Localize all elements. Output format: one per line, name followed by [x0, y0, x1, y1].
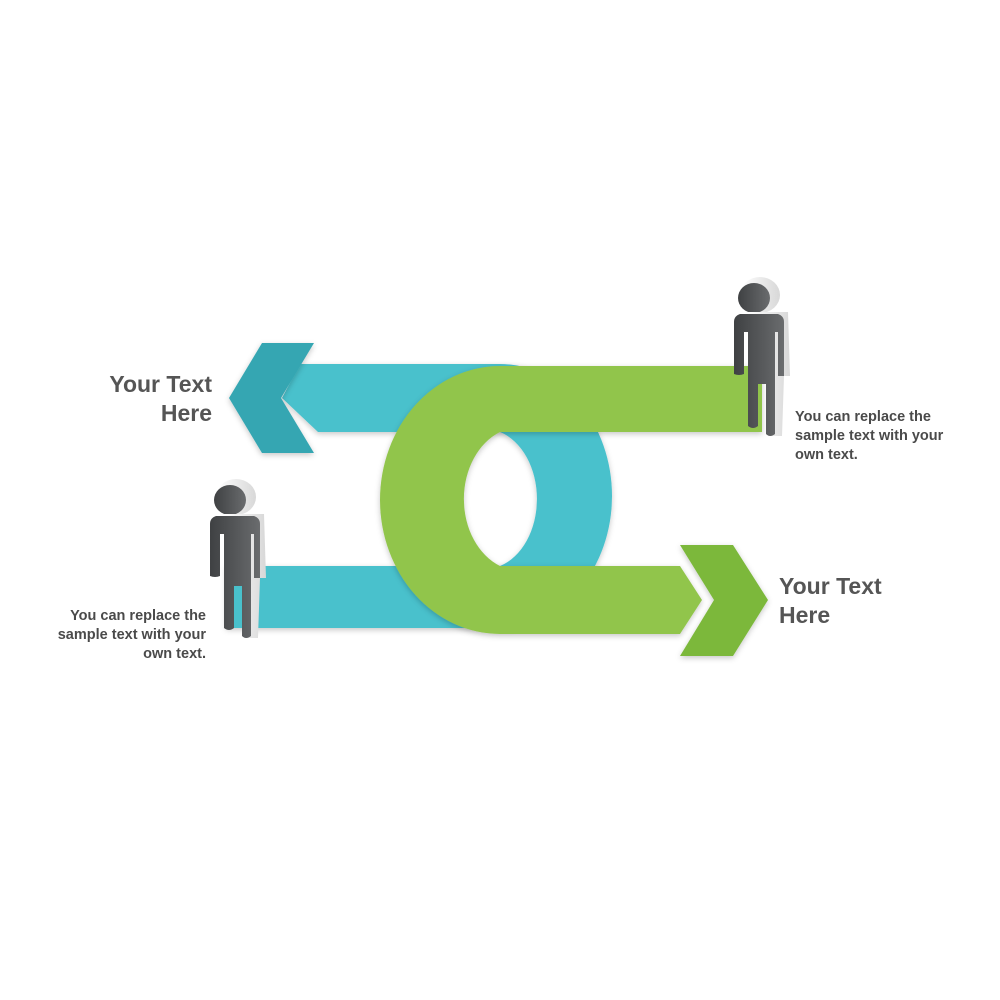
left-desc-line-2: sample text with your	[57, 627, 206, 643]
left-desc-line-1: You can replace the	[70, 608, 206, 624]
person-figure-icon	[210, 479, 266, 638]
left-chevron-icon	[229, 343, 314, 453]
left-title: Your Text Here	[60, 370, 212, 428]
right-title-line-2: Here	[779, 602, 831, 628]
left-desc-line-3: own text.	[143, 646, 206, 662]
right-title: Your Text Here	[779, 572, 959, 630]
person-figure-icon	[734, 277, 790, 436]
green-arrow	[380, 366, 762, 634]
green-arrow-band	[380, 366, 762, 634]
right-description: You can replace the sample text with you…	[795, 408, 995, 465]
left-title-line-2: Here	[160, 400, 212, 426]
right-title-line-1: Your Text	[779, 573, 882, 599]
left-title-line-1: Your Text	[109, 371, 212, 397]
right-chevron-icon	[680, 545, 768, 656]
right-desc-line-3: own text.	[795, 447, 858, 463]
right-desc-line-2: sample text with your	[795, 428, 944, 444]
right-desc-line-1: You can replace the	[795, 409, 931, 425]
left-description: You can replace the sample text with you…	[10, 607, 206, 664]
